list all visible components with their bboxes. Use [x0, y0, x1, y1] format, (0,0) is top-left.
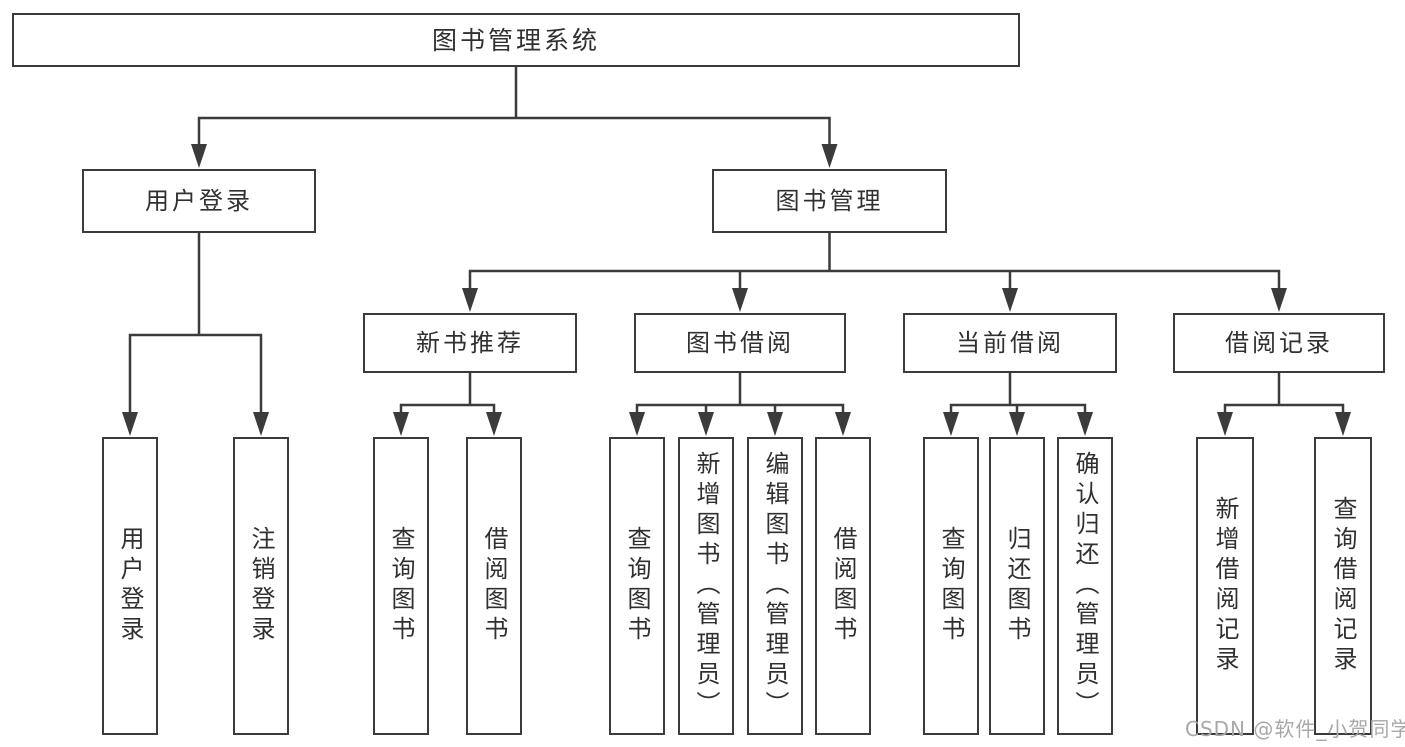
- node-leaf-borrow-query: 查询图书: [609, 437, 665, 735]
- arrowhead: [943, 412, 959, 436]
- node-leaf-newbook-query-label: 查询图书: [387, 526, 415, 646]
- connector-root-to-level2: [197, 63, 831, 149]
- node-root-label: 图书管理系统: [431, 25, 600, 55]
- node-leaf-logout-label: 注销登录: [247, 526, 275, 646]
- node-book-borrow: 图书借阅: [634, 313, 846, 373]
- node-leaf-newbook-query: 查询图书: [373, 437, 429, 735]
- node-leaf-newbook-borrow: 借阅图书: [466, 437, 522, 735]
- arrowhead: [835, 412, 851, 436]
- arrowhead: [1009, 412, 1025, 436]
- node-book-mgmt: 图书管理: [712, 169, 947, 233]
- csdn-watermark: CSDN @软件_小贺同学: [1185, 717, 1405, 741]
- connector-current-borrow-branch: [949, 369, 1087, 416]
- arrowhead: [393, 412, 409, 436]
- node-current-borrow-label: 当前借阅: [956, 329, 1064, 357]
- arrowhead: [1077, 412, 1093, 436]
- node-leaf-user-login-label: 用户登录: [116, 526, 144, 646]
- arrowhead: [732, 288, 748, 312]
- arrowhead: [1335, 412, 1351, 436]
- arrowhead: [821, 144, 838, 168]
- arrowhead: [629, 412, 645, 436]
- node-leaf-current-return-label: 归还图书: [1003, 526, 1031, 646]
- connector-user-login-branch: [128, 230, 263, 416]
- arrowhead: [191, 144, 207, 168]
- arrowhead: [122, 412, 138, 436]
- node-new-book-rec: 新书推荐: [363, 313, 577, 373]
- node-user-login: 用户登录: [82, 169, 316, 233]
- node-user-login-label: 用户登录: [145, 187, 253, 215]
- node-new-book-rec-label: 新书推荐: [416, 329, 524, 357]
- node-leaf-borrow-add-label: 新增图书（管理员）: [692, 451, 720, 721]
- node-leaf-borrow-borrow-label: 借阅图书: [829, 526, 857, 646]
- node-borrow-records: 借阅记录: [1173, 313, 1385, 373]
- arrowhead: [1002, 288, 1018, 312]
- arrowhead: [253, 412, 269, 436]
- node-leaf-borrow-add: 新增图书（管理员）: [678, 437, 734, 735]
- node-leaf-current-return: 归还图书: [989, 437, 1045, 735]
- node-leaf-records-query-label: 查询借阅记录: [1329, 496, 1357, 676]
- node-leaf-current-confirm: 确认归还（管理员）: [1057, 437, 1113, 735]
- node-root: 图书管理系统: [12, 13, 1020, 67]
- node-leaf-borrow-edit: 编辑图书（管理员）: [747, 437, 803, 735]
- node-leaf-records-query: 查询借阅记录: [1314, 437, 1372, 735]
- node-book-borrow-label: 图书借阅: [686, 329, 794, 357]
- connector-new-book-branch: [399, 369, 496, 416]
- node-leaf-records-add-label: 新增借阅记录: [1211, 496, 1239, 676]
- node-current-borrow: 当前借阅: [903, 313, 1117, 373]
- node-leaf-borrow-edit-label: 编辑图书（管理员）: [761, 451, 789, 721]
- arrowheads: [122, 144, 1351, 436]
- node-borrow-records-label: 借阅记录: [1225, 329, 1333, 357]
- node-leaf-user-login: 用户登录: [102, 437, 158, 735]
- connector-borrow-records-branch: [1223, 369, 1345, 416]
- arrowhead: [767, 412, 783, 436]
- connector-book-mgmt-branch: [468, 230, 1281, 293]
- arrowhead: [698, 412, 714, 436]
- node-leaf-current-query: 查询图书: [923, 437, 979, 735]
- connector-book-borrow-branch: [635, 369, 845, 416]
- node-leaf-logout: 注销登录: [233, 437, 289, 735]
- node-leaf-records-add: 新增借阅记录: [1196, 437, 1254, 735]
- arrowhead: [1217, 412, 1233, 436]
- arrowhead: [1271, 288, 1287, 312]
- arrowhead: [462, 288, 478, 312]
- node-leaf-current-confirm-label: 确认归还（管理员）: [1071, 451, 1099, 721]
- node-book-mgmt-label: 图书管理: [775, 187, 884, 215]
- node-leaf-borrow-query-label: 查询图书: [623, 526, 651, 646]
- arrowhead: [486, 412, 502, 436]
- node-leaf-newbook-borrow-label: 借阅图书: [480, 526, 508, 646]
- node-leaf-borrow-borrow: 借阅图书: [815, 437, 871, 735]
- node-leaf-current-query-label: 查询图书: [937, 526, 965, 646]
